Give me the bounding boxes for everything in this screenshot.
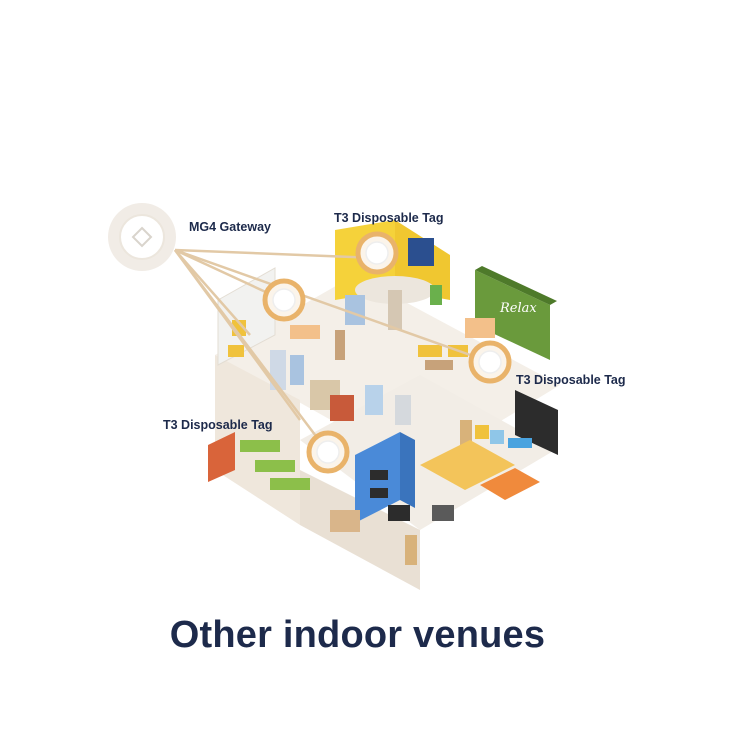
tag-label-top: T3 Disposable Tag (334, 211, 444, 225)
tag-icon (471, 343, 509, 381)
tag-icon (265, 281, 303, 319)
gateway-icon (108, 203, 176, 271)
page-caption: Other indoor venues (0, 614, 715, 657)
tag-label-left: T3 Disposable Tag (163, 418, 273, 432)
svg-text:Relax: Relax (499, 301, 537, 316)
gateway-label: MG4 Gateway (189, 220, 271, 234)
tag-icon (309, 433, 347, 471)
tag-label-right: T3 Disposable Tag (516, 373, 626, 387)
tag-icon (358, 234, 396, 272)
